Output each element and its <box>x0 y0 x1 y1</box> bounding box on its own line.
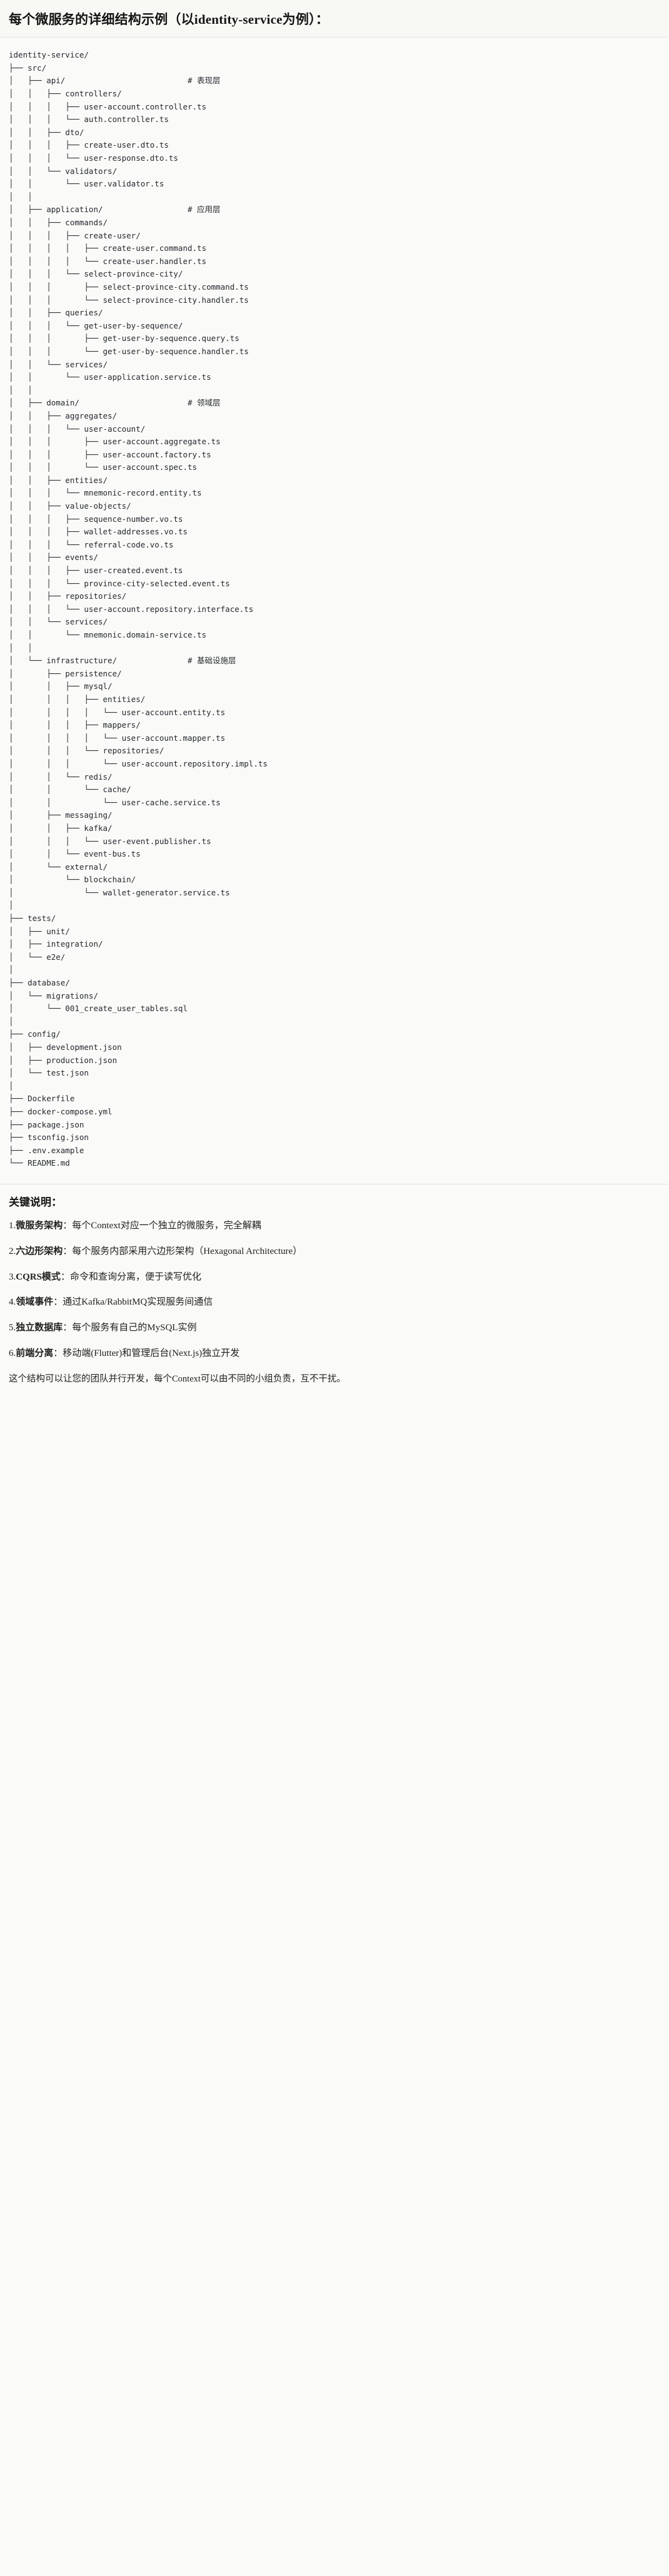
list-item-term: 六边形架构 <box>16 1246 63 1256</box>
closing-paragraph: 这个结构可以让您的团队并行开发，每个Context可以由不同的小组负责，互不干扰… <box>9 1373 346 1384</box>
list-item-number: 2. <box>9 1246 16 1256</box>
list-item-number: 5. <box>9 1323 16 1333</box>
list-item-term: 领域事件 <box>16 1297 54 1308</box>
list-item-number: 6. <box>9 1348 16 1358</box>
list-item: 3.CQRS模式：命令和查询分离，便于读写优化 <box>9 1271 660 1285</box>
list-item-description: 每个服务有自己的MySQL实例 <box>72 1323 197 1333</box>
list-item-number: 1. <box>9 1221 16 1231</box>
list-item-separator: ： <box>60 1271 70 1282</box>
list-item: 6.前端分离：移动端(Flutter)和管理后台(Next.js)独立开发 <box>9 1347 660 1361</box>
list-item-term: 前端分离 <box>16 1348 54 1358</box>
list-item-separator: ： <box>63 1323 73 1333</box>
list-item: 4.领域事件：通过Kafka/RabbitMQ实现服务间通信 <box>9 1296 660 1310</box>
directory-tree-block: identity-service/ ├── src/ │ ├── api/ # … <box>0 38 669 1184</box>
key-notes-heading: 关键说明： <box>9 1196 62 1208</box>
list-item-description: 每个服务内部采用六边形架构（Hexagonal Architecture） <box>72 1246 303 1256</box>
list-item: 5.独立数据库：每个服务有自己的MySQL实例 <box>9 1321 660 1335</box>
key-notes-list: 1.微服务架构：每个Context对应一个独立的微服务，完全解耦 2.六边形架构… <box>9 1219 660 1361</box>
list-item-number: 4. <box>9 1297 16 1308</box>
key-notes-section: 关键说明： 1.微服务架构：每个Context对应一个独立的微服务，完全解耦 2… <box>0 1183 669 1403</box>
list-item-description: 每个Context对应一个独立的微服务，完全解耦 <box>72 1221 261 1231</box>
list-item-separator: ： <box>63 1246 73 1256</box>
list-item-description: 命令和查询分离，便于读写优化 <box>69 1271 201 1282</box>
list-item-description: 通过Kafka/RabbitMQ实现服务间通信 <box>63 1297 213 1308</box>
list-item: 1.微服务架构：每个Context对应一个独立的微服务，完全解耦 <box>9 1219 660 1233</box>
list-item-description: 移动端(Flutter)和管理后台(Next.js)独立开发 <box>63 1348 240 1358</box>
list-item-number: 3. <box>9 1271 16 1282</box>
list-item-separator: ： <box>53 1297 63 1308</box>
page-title: 每个微服务的详细结构示例（以identity-service为例）： <box>9 12 329 27</box>
list-item-separator: ： <box>63 1221 73 1231</box>
directory-tree: identity-service/ ├── src/ │ ├── api/ # … <box>9 50 268 1168</box>
list-item: 2.六边形架构：每个服务内部采用六边形架构（Hexagonal Architec… <box>9 1245 660 1259</box>
list-item-separator: ： <box>53 1348 63 1358</box>
list-item-term: CQRS模式 <box>16 1271 61 1282</box>
document-header: 每个微服务的详细结构示例（以identity-service为例）： <box>0 0 669 38</box>
list-item-term: 独立数据库 <box>16 1323 63 1333</box>
list-item-term: 微服务架构 <box>16 1221 63 1231</box>
